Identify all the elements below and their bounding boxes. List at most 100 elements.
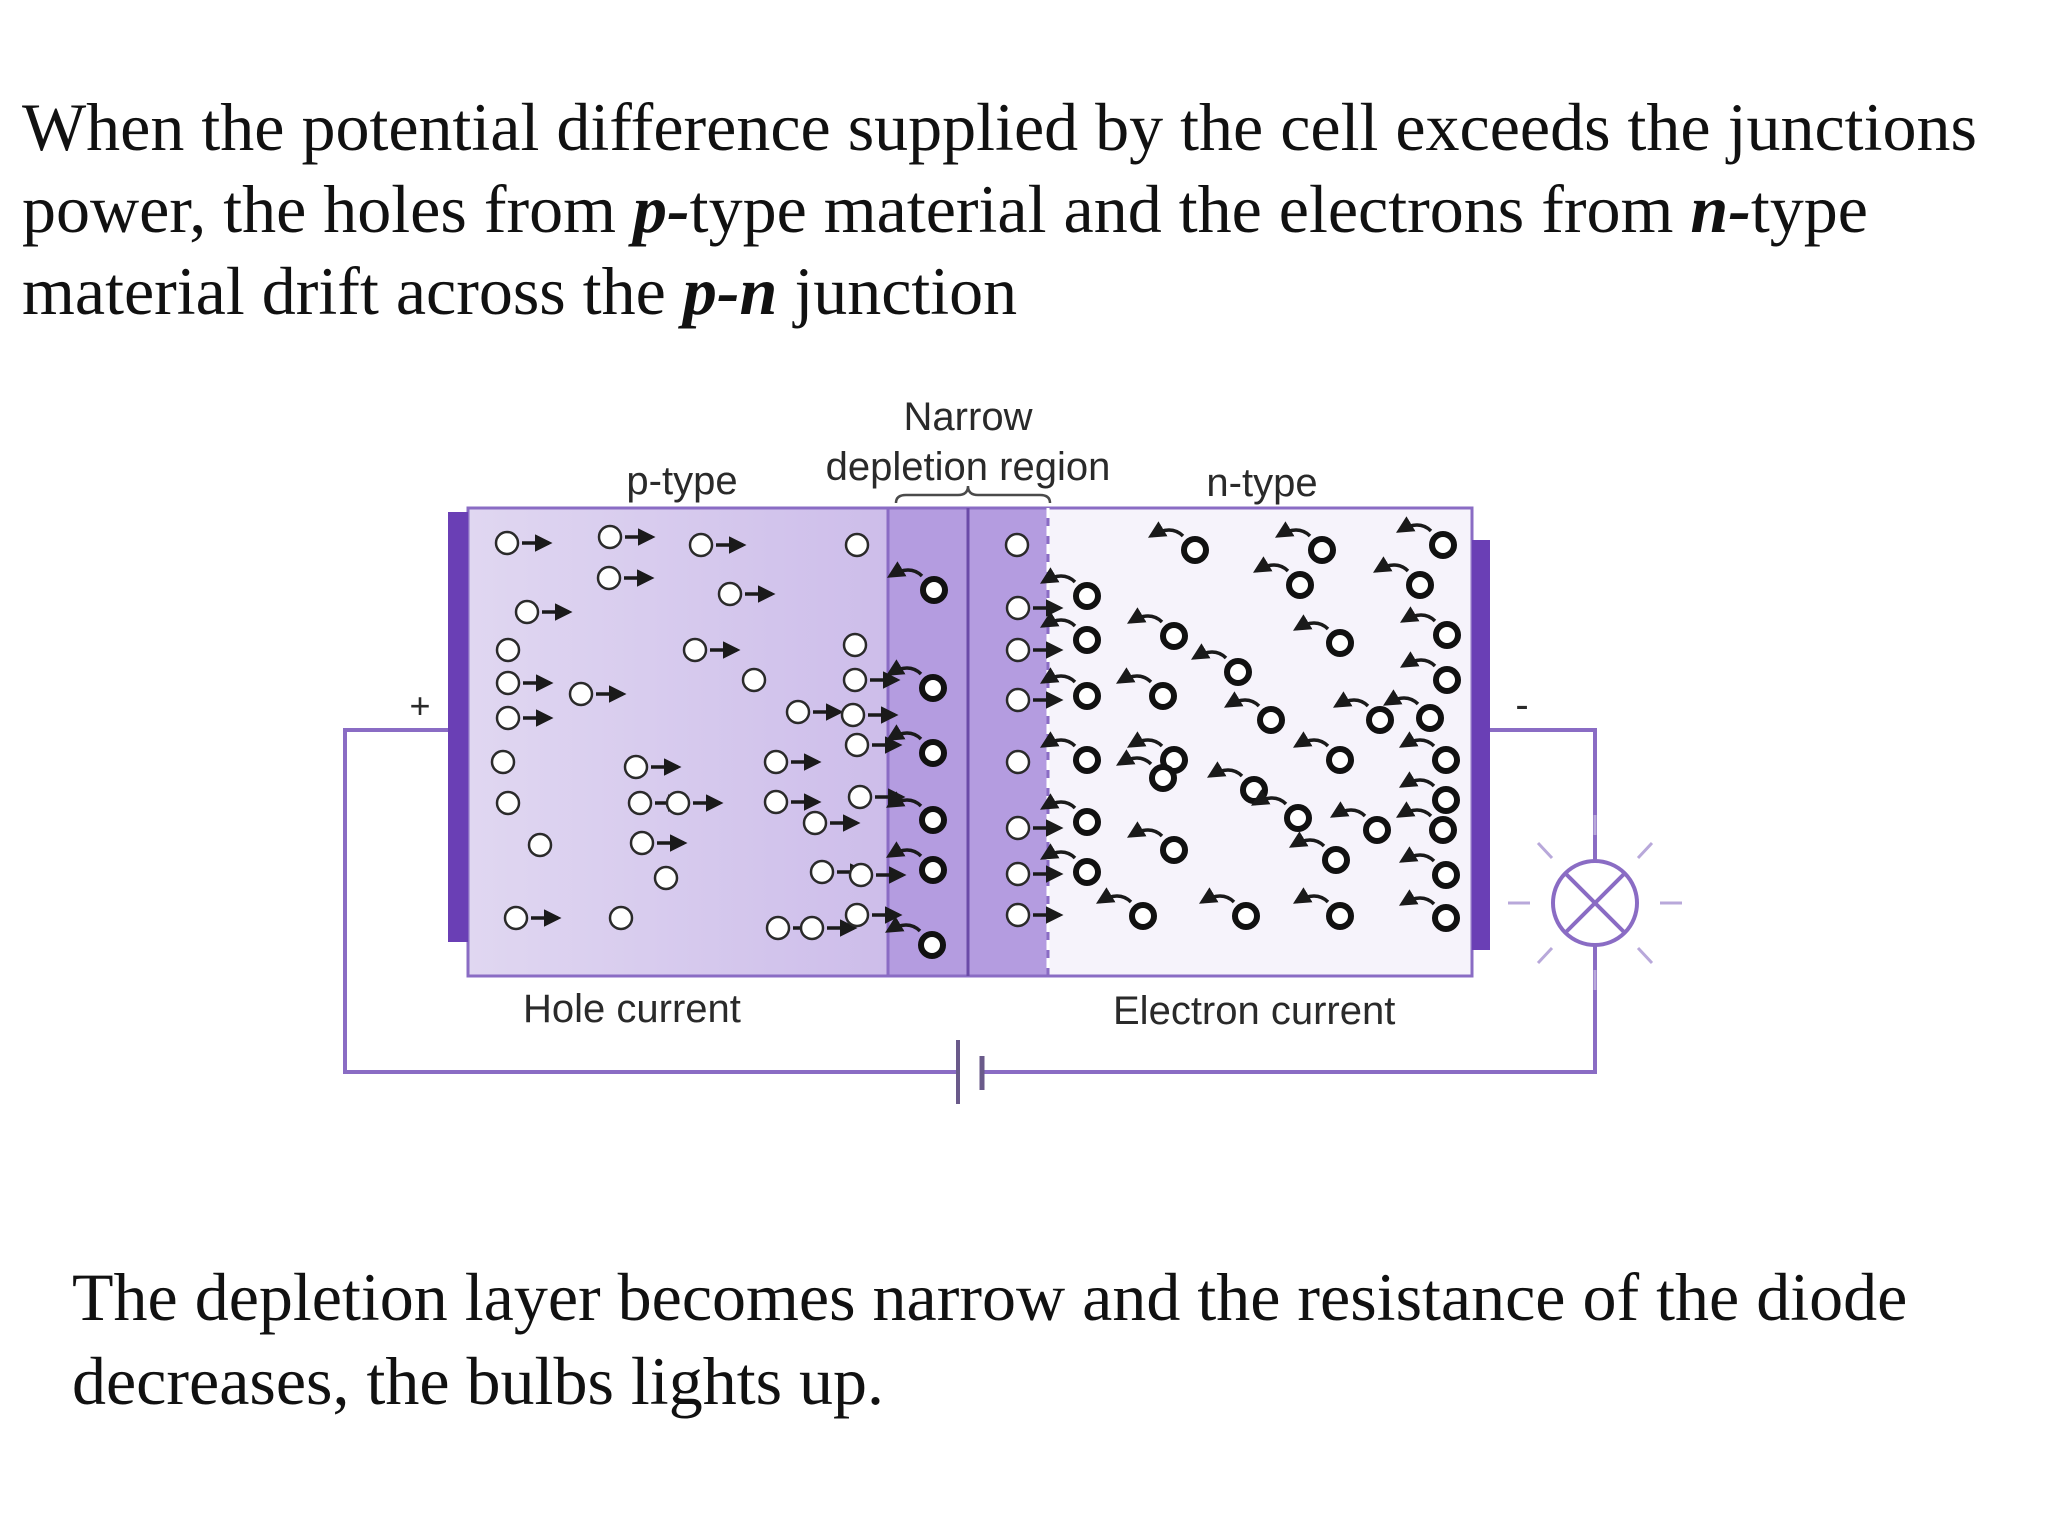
hole-carrier [596,565,655,591]
conclusion-paragraph: The depletion layer becomes narrow and t… [72,1255,2032,1423]
hole-carrier [494,530,553,556]
electron-carrier [1395,801,1457,844]
electron-carrier [1399,651,1461,694]
hole-carriers [490,524,1064,941]
narrow-label: Narrow [904,395,1033,439]
hole-carrier [1005,902,1064,928]
electron-carrier [1292,887,1354,930]
electron-carrier [1039,731,1101,774]
hole-carrier [1005,637,1064,663]
hole-carrier [503,905,562,931]
positive-terminal-sign: + [409,685,430,726]
hole-carrier [665,790,724,816]
hole-carrier [527,832,553,858]
electron-carrier [885,791,947,834]
electron-carrier [1398,846,1460,889]
hole-carrier [763,789,822,815]
hole-carrier [495,790,521,816]
electron-carriers [884,516,1461,959]
electron-carrier [1039,843,1101,886]
electron-carrier [885,724,947,767]
hole-carrier [741,667,767,693]
electron-carrier [1372,556,1434,599]
lamp-icon [1508,815,1682,990]
hole-current-label: Hole current [523,987,741,1031]
hole-carrier [495,705,554,731]
hole-carrier [848,862,907,888]
electron-carrier [1095,887,1157,930]
hole-carrier [802,810,861,836]
hole-carrier [1005,595,1064,621]
electron-carrier [1039,567,1101,610]
hole-carrier [623,754,682,780]
hole-carrier [514,599,573,625]
hole-carrier [568,681,627,707]
electron-carrier [1329,801,1391,844]
hole-carrier [495,637,521,663]
electron-carrier [1332,691,1394,734]
hole-carrier [629,830,688,856]
intro-emphasis-pn: p-n [682,253,778,329]
electron-carrier [1398,731,1460,774]
hole-carrier [495,670,554,696]
hole-carrier [799,915,858,941]
electron-carrier [885,659,947,702]
hole-carrier [688,532,747,558]
electron-carrier [1398,771,1460,814]
depletion-bracket [894,485,1052,504]
hole-carrier [1005,815,1064,841]
intro-text-2: type material and the electrons from [689,171,1691,247]
hole-carrier [1005,749,1031,775]
intro-text-3: type material drift across the [22,171,1868,329]
negative-terminal-sign: - [1515,683,1528,727]
electron-carrier [1292,731,1354,774]
electron-carrier [1190,643,1252,686]
hole-carrier [844,732,903,758]
hole-carrier [1004,532,1030,558]
electron-carrier [1115,667,1177,710]
electron-carrier [1252,556,1314,599]
electron-carrier [1126,821,1188,864]
intro-emphasis-p: p- [633,171,690,247]
intro-text-4: junction [777,253,1018,329]
intro-emphasis-n: n- [1690,171,1751,247]
electron-carrier [1395,516,1457,559]
hole-carrier [1005,687,1064,713]
intro-text-1: When the potential difference supplied b… [22,89,1977,247]
electron-carrier [1398,889,1460,932]
electron-carrier [1250,789,1312,832]
electron-carrier [1198,887,1260,930]
hole-carrier [842,667,901,693]
electron-carrier [1274,521,1336,564]
hole-carrier [844,902,903,928]
hole-carrier [842,632,868,658]
negative-electrode [1472,540,1490,950]
hole-carrier [490,749,516,775]
positive-electrode [448,512,468,942]
conclusion-text: The depletion layer becomes narrow and t… [72,1259,1908,1419]
electron-carrier [1223,691,1285,734]
electron-carrier [1115,749,1177,792]
hole-carrier [1005,861,1064,887]
hole-carrier [809,859,868,885]
hole-carrier [763,749,822,775]
hole-carrier [840,702,899,728]
p-type-label: p-type [626,459,737,503]
p-type-region [466,506,890,978]
electron-carrier [1382,689,1444,732]
intro-paragraph: When the potential difference supplied b… [22,86,2022,332]
electron-carrier [884,916,946,959]
electron-carrier [1039,667,1101,710]
hole-carrier [682,637,741,663]
hole-carrier [653,865,679,891]
electron-carrier [885,841,947,884]
electron-carrier [1147,521,1209,564]
electron-carrier [1399,606,1461,649]
hole-carrier [608,905,634,931]
electron-carrier [1039,611,1101,654]
hole-carrier [597,524,656,550]
depletion-region-label: depletion region [826,445,1111,489]
electron-carrier [1039,793,1101,836]
hole-carrier [717,581,776,607]
